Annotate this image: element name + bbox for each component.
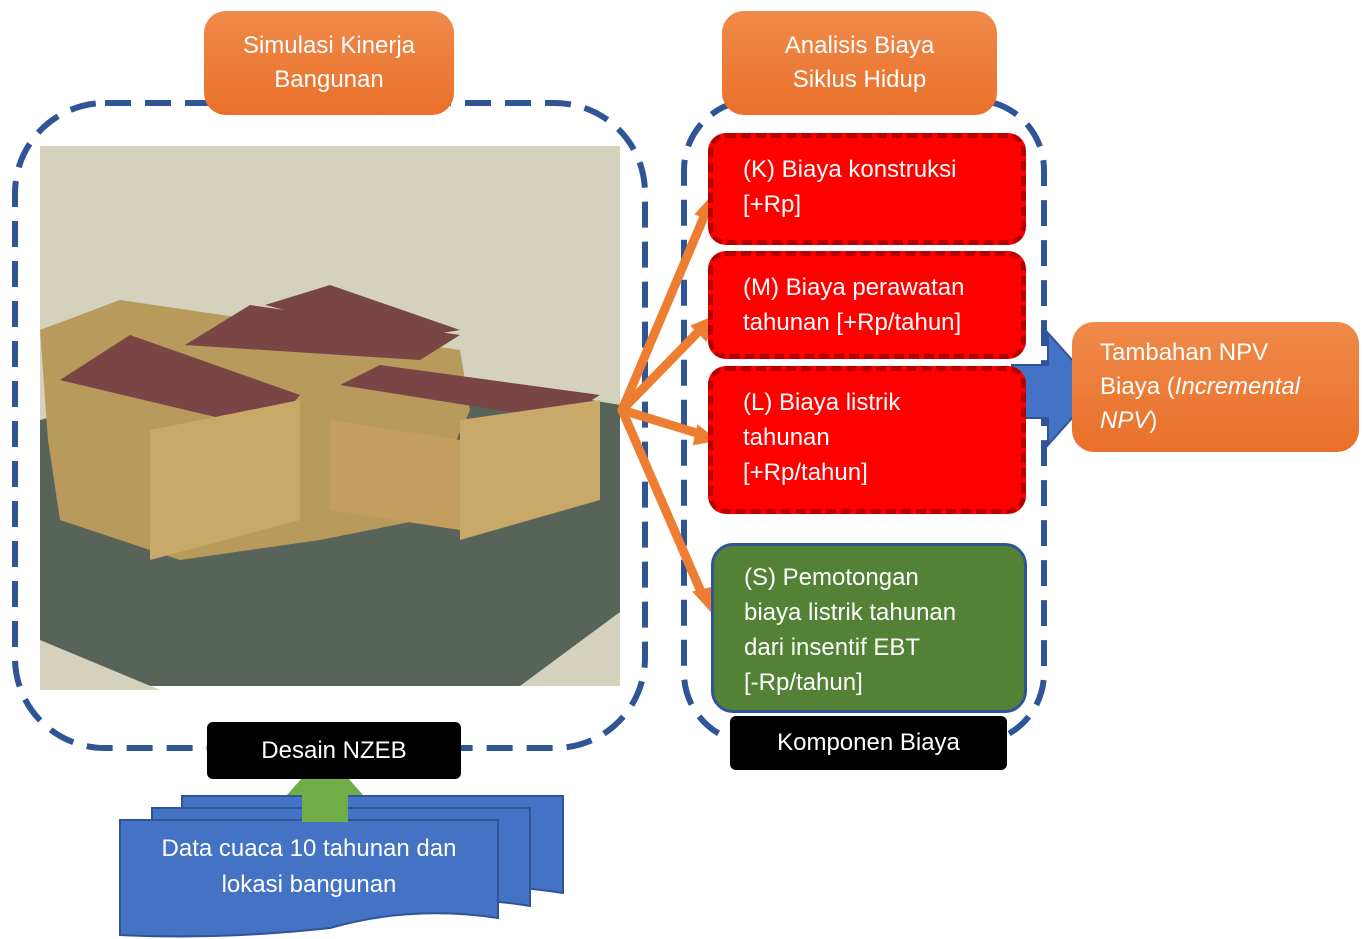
maintenance-cost-line2: tahunan [+Rp/tahun] [743,309,962,336]
flow-arrows [617,189,719,615]
npv-line1: Tambahan NPV [1100,339,1269,366]
weather-data-line1: Data cuaca 10 tahunan dan [161,835,457,862]
construction-cost-line1: (K) Biaya konstruksi [743,156,957,183]
incentive-savings-line3: dari insentif EBT [744,634,921,661]
green-up-arrow [287,752,363,822]
cost-components-label: Komponen Biaya [730,716,1007,770]
lcca-line1: Analisis Biaya [784,32,935,59]
construction-cost-box: (K) Biaya konstruksi [+Rp] [708,133,1026,245]
npv-line3-italic: NPV [1100,407,1150,434]
npv-line2-prefix: Biaya ( [1100,373,1175,400]
incentive-savings-line4: [-Rp/tahun] [744,669,863,696]
weather-data-text: Data cuaca 10 tahunan dan lokasi banguna… [128,831,490,903]
construction-cost-line2: [+Rp] [743,191,802,218]
maintenance-cost-line1: (M) Biaya perawatan [743,274,965,301]
incentive-savings-line1: (S) Pemotongan [744,564,919,591]
maintenance-cost-box: (M) Biaya perawatan tahunan [+Rp/tahun] [708,251,1026,359]
electricity-cost-line1: (L) Biaya listrik [743,389,901,416]
npv-line3-suffix: ) [1149,407,1158,434]
electricity-cost-line2: tahunan [743,424,830,451]
weather-data-documents [119,795,564,938]
npv-line2: Biaya (Incremental [1100,370,1349,404]
incentive-savings-line2: biaya listrik tahunan [744,599,957,626]
electricity-cost-box: (L) Biaya listrik tahunan [+Rp/tahun] [708,366,1026,514]
building-simulation-line2: Bangunan [274,66,384,93]
npv-line2-italic: Incremental [1174,373,1301,400]
npv-line3: NPV) [1100,404,1349,438]
building-simulation-line1: Simulasi Kinerja [242,32,416,59]
incremental-npv-box: Tambahan NPV Biaya (Incremental NPV) [1072,322,1359,452]
building-simulation-header: Simulasi Kinerja Bangunan [204,11,454,115]
electricity-cost-line3: [+Rp/tahun] [743,459,868,486]
incentive-savings-box: (S) Pemotongan biaya listrik tahunan dar… [711,543,1027,713]
nzeb-design-label: Desain NZEB [207,722,461,779]
lcca-header: Analisis Biaya Siklus Hidup [722,11,997,115]
building-render-image [40,146,620,690]
lcca-line2: Siklus Hidup [792,66,927,93]
weather-data-line2: lokasi bangunan [221,871,397,898]
